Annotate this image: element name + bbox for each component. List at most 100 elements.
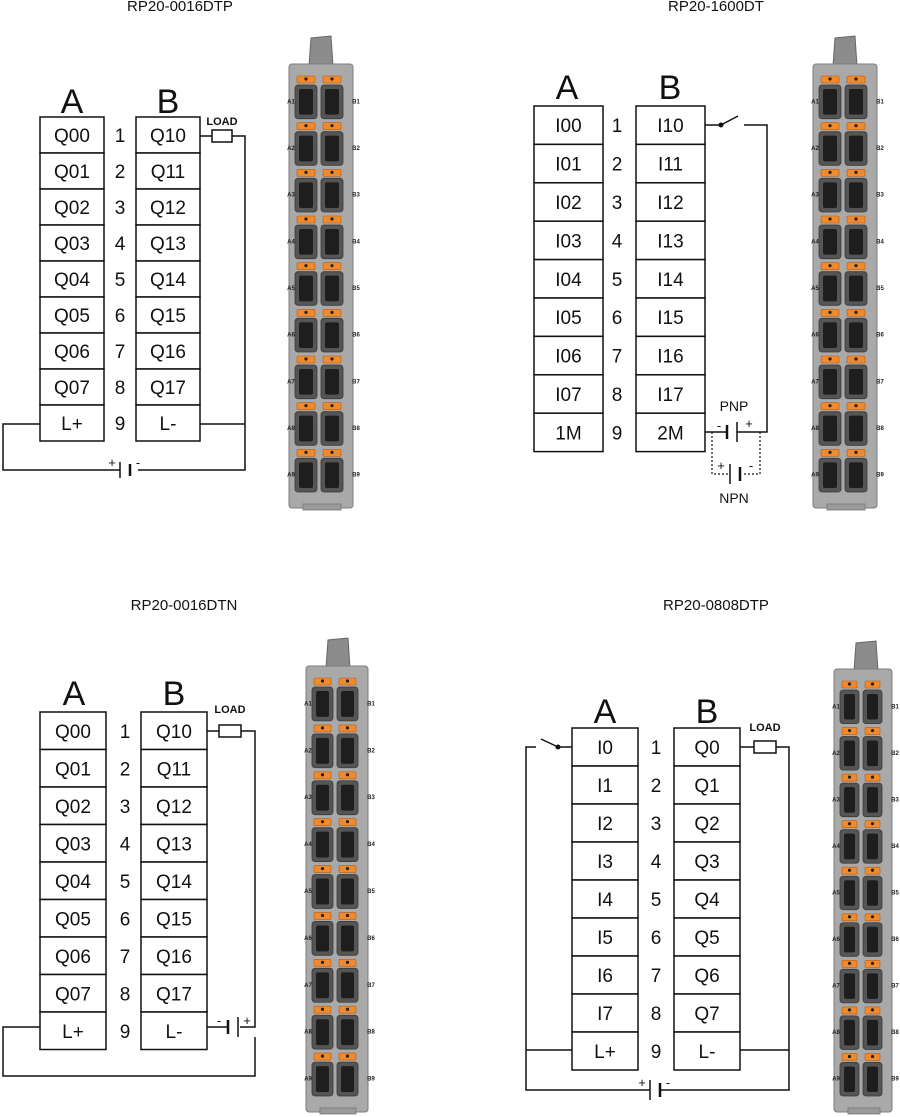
terminal-a-label: I01 [555, 155, 581, 176]
terminal-b-label: 2M [657, 423, 683, 444]
lever-dot [345, 679, 350, 683]
terminal-label-b: B7 [367, 983, 375, 989]
terminal-b-label: Q7 [694, 1004, 719, 1025]
terminal-a-label: Q02 [54, 198, 90, 219]
wire-socket-hole [867, 787, 878, 813]
terminal-b-cell [673, 917, 741, 957]
wire-socket-hole [823, 462, 837, 488]
terminal-b-cell [635, 297, 706, 338]
terminal-row-number: 8 [651, 1004, 662, 1025]
lever-dot [320, 866, 325, 871]
terminal-label-a: A9 [832, 1077, 840, 1083]
lever-dot [345, 773, 350, 777]
lever-dot [345, 1007, 350, 1011]
npn-minus-sign: - [749, 458, 753, 473]
terminal-row-number: 6 [120, 909, 131, 930]
terminal-label-a: A6 [832, 937, 840, 943]
terminal-label-b: B6 [367, 936, 375, 942]
terminal-a-cell [571, 917, 639, 957]
terminal-a-label: Q03 [55, 834, 91, 855]
column-a-header: A [61, 83, 84, 121]
terminal-label-a: A8 [832, 1030, 840, 1036]
terminal-b-label: I15 [657, 308, 683, 329]
battery-plus-sign: + [108, 455, 116, 470]
wire-socket-hole [867, 1066, 878, 1092]
terminal-a-label: I3 [597, 852, 613, 873]
terminal-a-cell [571, 955, 639, 995]
terminal-b-cell [635, 105, 706, 146]
lever-dot [330, 170, 334, 174]
wire-socket-hole [316, 737, 329, 764]
lever-dot [304, 357, 308, 361]
load-label: LOAD [214, 704, 245, 716]
battery-plus-sign: + [243, 1013, 251, 1028]
terminal-b-cell [635, 258, 706, 299]
terminal-label-a: A1 [811, 99, 819, 105]
wire-socket-hole [341, 691, 354, 717]
terminal-row-number: 1 [115, 126, 126, 147]
terminal-a-cell [39, 404, 105, 442]
terminal-a-label: Q01 [55, 759, 91, 780]
lever-dot [870, 728, 875, 733]
terminal-block-foot [847, 1107, 881, 1115]
terminal-a-cell [39, 973, 107, 1013]
terminal-a-cell [39, 936, 107, 976]
terminal-b-label: I17 [657, 385, 683, 406]
terminal-label-a: A6 [287, 333, 295, 339]
wire-socket-hole [844, 1019, 855, 1046]
wire-socket-hole [299, 462, 313, 488]
column-b-header: B [157, 83, 180, 121]
terminal-row-number: 5 [651, 890, 662, 911]
terminal-a-label: Q02 [55, 797, 91, 818]
wire-socket-hole [316, 1066, 329, 1092]
terminal-label-b: B6 [876, 333, 884, 339]
terminal-b-label: Q13 [156, 834, 192, 855]
terminal-a-label: 1M [555, 423, 581, 444]
lever-dot [847, 728, 852, 733]
pnp-label: PNP [720, 398, 749, 414]
terminal-a-cell [571, 841, 639, 881]
wire-socket-hole [844, 833, 855, 860]
terminal-a-label: I03 [555, 231, 581, 252]
wire-socket-hole [316, 972, 329, 999]
terminal-b-label: Q1 [694, 776, 719, 797]
diagram-title: RP20-0016DTN [131, 597, 238, 614]
terminal-a-label: Q05 [55, 909, 91, 930]
lever-dot [304, 77, 308, 81]
terminal-row-number: 5 [612, 270, 623, 291]
wire-socket-hole [823, 322, 837, 348]
terminal-block-latch [832, 35, 858, 67]
lever-dot [870, 961, 875, 965]
terminal-label-a: A4 [811, 239, 819, 245]
load-resistor [218, 724, 242, 738]
terminal-label-a: A8 [287, 426, 295, 432]
load-label: LOAD [206, 116, 237, 128]
terminal-b-label: I16 [657, 347, 683, 368]
terminal-a-label: Q04 [55, 872, 91, 893]
terminal-a-cell [571, 879, 639, 919]
terminal-row-number: 2 [651, 776, 662, 797]
terminal-label-a: A4 [287, 239, 295, 245]
wire-socket-hole [341, 784, 354, 811]
wire-socket-hole [849, 322, 863, 348]
wire-socket-hole [849, 462, 863, 488]
terminal-row-number: 8 [120, 984, 131, 1005]
wire-socket-hole [299, 135, 313, 162]
terminal-row-number: 9 [612, 423, 623, 444]
terminal-label-a: A6 [304, 936, 312, 942]
terminal-a-label: I7 [597, 1004, 613, 1025]
terminal-a-cell [533, 374, 604, 414]
lever-dot [345, 866, 350, 871]
terminal-label-a: A7 [304, 983, 312, 989]
